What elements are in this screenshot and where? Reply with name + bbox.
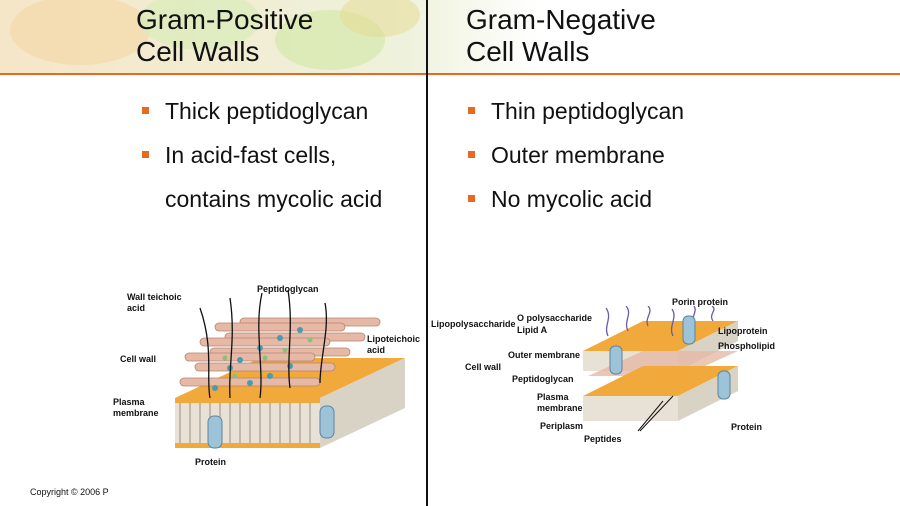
- gn-label-peptidoglycan: Peptidoglycan: [512, 374, 574, 384]
- copyright-text: Copyright © 2006 P: [30, 487, 109, 497]
- gn-label-peptides: Peptides: [584, 434, 622, 444]
- bullet-item: Outer membrane: [466, 133, 684, 177]
- header-art-svg: [0, 0, 900, 75]
- gn-title-line2: Cell Walls: [466, 36, 590, 67]
- bullet-item: In acid-fast cells,: [140, 133, 382, 177]
- gn-label-phospholipid: Phospholipid: [718, 341, 775, 351]
- gp-title-line2: Cell Walls: [136, 36, 260, 67]
- header-background-art: [0, 0, 900, 75]
- gram-positive-bullets: Thick peptidoglycan In acid-fast cells, …: [140, 89, 382, 221]
- bullet-item: No mycolic acid: [466, 177, 684, 221]
- gn-label-protein: Protein: [731, 422, 763, 432]
- gram-negative-wall-diagram: [583, 306, 738, 432]
- gram-positive-title: Gram-Positive Cell Walls: [136, 4, 313, 68]
- gram-negative-title: Gram-Negative Cell Walls: [466, 4, 656, 68]
- gp-label-lipoteichoic-2: acid: [367, 345, 386, 355]
- gram-positive-wall-diagram: [175, 289, 405, 449]
- gn-label-o-polysaccharide: O polysaccharide: [517, 313, 593, 323]
- gp-label-lipoteichoic: Lipoteichoic: [367, 334, 421, 344]
- gram-negative-bullets: Thin peptidoglycan Outer membrane No myc…: [466, 89, 684, 221]
- gn-label-lipid-a: Lipid A: [517, 325, 548, 335]
- gp-label-cell-wall: Cell wall: [120, 354, 157, 364]
- gp-label-peptidoglycan: Peptidoglycan: [257, 284, 319, 294]
- gn-label-membrane: membrane: [537, 403, 583, 413]
- gp-label-protein: Protein: [195, 457, 227, 467]
- gn-label-lipoprotein: Lipoprotein: [718, 326, 768, 336]
- gn-title-line1: Gram-Negative: [466, 4, 656, 35]
- gp-title-line1: Gram-Positive: [136, 4, 314, 35]
- gn-label-cell-wall: Cell wall: [465, 362, 502, 372]
- gp-label-membrane: membrane: [113, 408, 159, 418]
- gn-label-outer-membrane: Outer membrane: [508, 350, 581, 360]
- header-divider: [0, 73, 900, 75]
- gp-label-wall-teichoic-2: acid: [127, 303, 146, 313]
- gn-label-porin: Porin protein: [672, 297, 728, 307]
- gn-label-plasma: Plasma: [537, 392, 569, 402]
- bullet-item: Thin peptidoglycan: [466, 89, 684, 133]
- bullet-item-continuation: contains mycolic acid: [165, 186, 383, 212]
- bullet-item: Thick peptidoglycan: [140, 89, 382, 133]
- column-divider: [426, 0, 428, 506]
- gp-label-wall-teichoic: Wall teichoic: [127, 292, 182, 302]
- gn-label-periplasm: Periplasm: [540, 421, 584, 431]
- gp-label-plasma: Plasma: [113, 397, 145, 407]
- gn-label-lipopolysaccharide: Lipopolysaccharide: [431, 319, 516, 329]
